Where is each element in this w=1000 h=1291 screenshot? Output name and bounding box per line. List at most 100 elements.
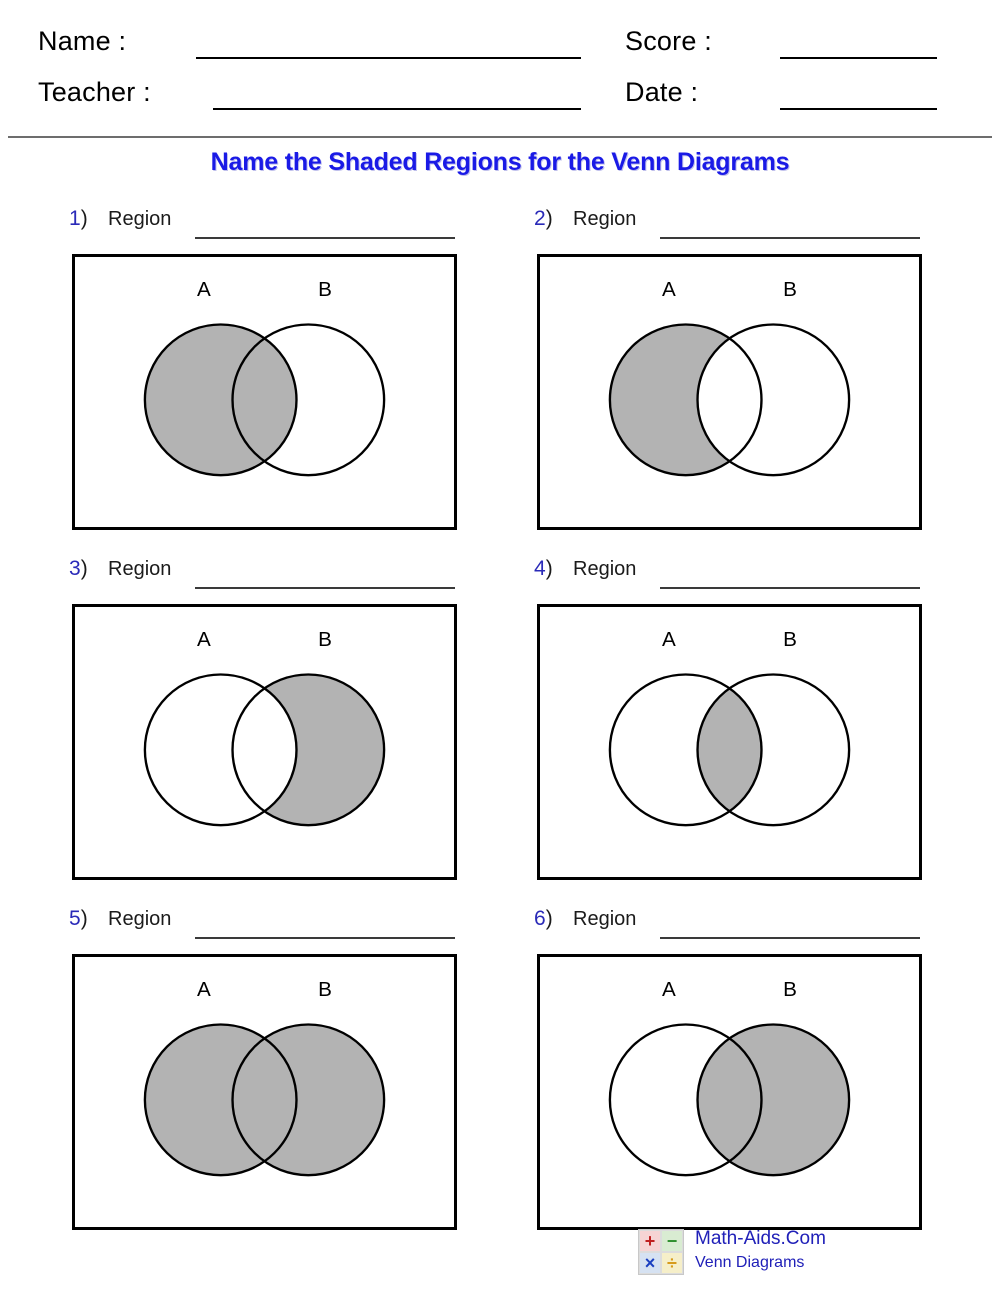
problem-6-header: 6) Region (525, 905, 945, 947)
problem-1-circle-b-outline (231, 323, 386, 477)
problem-1-intersection-fill (232, 324, 297, 476)
problem-1: 1) Region A B (60, 205, 480, 530)
score-input-line[interactable] (780, 57, 937, 59)
score-label: Score : (625, 26, 712, 56)
math-operators-icon: + − × ÷ (638, 1229, 684, 1275)
problem-4-paren: ) (545, 557, 553, 580)
problem-3-answer-line[interactable] (195, 587, 455, 589)
problem-2-intersection-fill (697, 324, 762, 476)
problem-5-label: Region (108, 908, 172, 930)
problem-5-header: 5) Region (60, 905, 480, 947)
problem-4-circle-a-outline (608, 673, 763, 827)
problem-1-paren: ) (80, 207, 88, 230)
problem-3-header: 3) Region (60, 555, 480, 597)
problem-5-label-b: B (318, 978, 332, 1001)
page-title: Name the Shaded Regions for the Venn Dia… (210, 148, 790, 176)
problem-2-paren: ) (545, 207, 553, 230)
problem-1-label-a: A (197, 278, 211, 301)
problem-5-number: 5) (69, 907, 88, 931)
problem-2-label-a: A (662, 278, 676, 301)
problem-1-venn-svg: A B (143, 278, 386, 477)
problem-1-number: 1) (69, 207, 88, 231)
problem-6-intersection-fill (697, 1024, 762, 1176)
problem-3-venn-box: A B (72, 604, 457, 880)
problem-3-circle-b-outline (231, 673, 386, 827)
problem-6-number-value: 6 (534, 907, 546, 930)
problem-3-intersection-fill (232, 674, 297, 826)
problem-6-circle-b-outline (696, 1023, 851, 1177)
header-divider (8, 136, 992, 138)
problem-6-number: 6) (534, 907, 553, 931)
problem-1-number-value: 1 (69, 207, 81, 230)
problem-3-label-a: A (197, 628, 211, 651)
problem-3-circle-a-outline (143, 673, 298, 827)
problem-5-label-a: A (197, 978, 211, 1001)
problem-1-label: Region (108, 208, 172, 230)
date-label: Date : (625, 77, 699, 107)
problem-4-label-a: A (662, 628, 676, 651)
problem-4-intersection-fill (697, 674, 762, 826)
name-label: Name : (38, 26, 127, 56)
problem-1-label-b: B (318, 278, 332, 301)
problem-1-circle-a-outline (143, 323, 298, 477)
problem-4-label: Region (573, 558, 637, 580)
problem-6-label: Region (573, 908, 637, 930)
problem-5: 5) Region A B (60, 905, 480, 1230)
problem-2: 2) Region A B (525, 205, 945, 530)
problem-1-venn-box: A B (72, 254, 457, 530)
problem-4-circle-b-outline (696, 673, 851, 827)
math-aids-logo[interactable]: + − × ÷ Math-Aids.Com Venn Diagrams (638, 1227, 868, 1279)
problem-5-answer-line[interactable] (195, 937, 455, 939)
problem-6-venn-svg: A B (608, 978, 851, 1177)
problem-5-number-value: 5 (69, 907, 81, 930)
problem-4-label-b: B (783, 628, 797, 651)
problem-4-answer-line[interactable] (660, 587, 920, 589)
problem-1-answer-line[interactable] (195, 237, 455, 239)
problem-2-venn-box: A B (537, 254, 922, 530)
problem-3-venn-svg: A B (143, 628, 386, 827)
problem-3-label-b: B (318, 628, 332, 651)
problem-3: 3) Region A B (60, 555, 480, 880)
minus-icon: − (661, 1230, 683, 1252)
problem-2-circle-b-outline (696, 323, 851, 477)
problem-2-label-b: B (783, 278, 797, 301)
problem-5-venn-box: A B (72, 954, 457, 1230)
brand-subtitle: Venn Diagrams (695, 1254, 805, 1271)
problem-5-paren: ) (80, 907, 88, 930)
problem-3-paren: ) (80, 557, 88, 580)
date-input-line[interactable] (780, 108, 937, 110)
problem-5-circle-b-outline (231, 1023, 386, 1177)
problem-2-venn-svg: A B (608, 278, 851, 477)
problem-6-venn-box: A B (537, 954, 922, 1230)
worksheet-header: Name : Teacher : Score : Date : (0, 0, 1000, 130)
problem-1-header: 1) Region (60, 205, 480, 247)
problem-4-header: 4) Region (525, 555, 945, 597)
problem-4: 4) Region A B (525, 555, 945, 880)
problem-5-circle-a-outline (143, 1023, 298, 1177)
name-input-line[interactable] (196, 57, 581, 59)
problem-4-number: 4) (534, 557, 553, 581)
problem-2-number-value: 2 (534, 207, 546, 230)
divide-icon: ÷ (661, 1252, 683, 1274)
plus-icon: + (639, 1230, 661, 1252)
teacher-label: Teacher : (38, 77, 151, 107)
problem-5-venn-svg: A B (143, 978, 386, 1177)
problem-2-label: Region (573, 208, 637, 230)
problem-2-number: 2) (534, 207, 553, 231)
teacher-input-line[interactable] (213, 108, 581, 110)
problem-6-answer-line[interactable] (660, 937, 920, 939)
problem-6: 6) Region A B (525, 905, 945, 1230)
problem-3-number: 3) (69, 557, 88, 581)
brand-name: Math-Aids.Com (695, 1228, 826, 1249)
problem-4-number-value: 4 (534, 557, 546, 580)
problem-5-circle-b-fill (232, 1024, 385, 1176)
problem-4-venn-svg: A B (608, 628, 851, 827)
problem-2-circle-a-outline (608, 323, 763, 477)
problem-6-label-b: B (783, 978, 797, 1001)
problem-2-header: 2) Region (525, 205, 945, 247)
problem-6-label-a: A (662, 978, 676, 1001)
problem-2-answer-line[interactable] (660, 237, 920, 239)
problem-3-number-value: 3 (69, 557, 81, 580)
times-icon: × (639, 1252, 661, 1274)
